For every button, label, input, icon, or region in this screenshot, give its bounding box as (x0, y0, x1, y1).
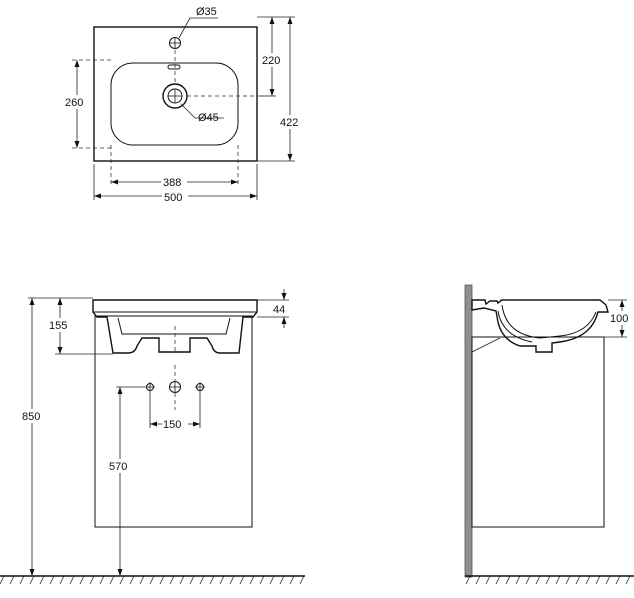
cabinet-side (471, 336, 605, 528)
basin-bowl-top (110, 62, 239, 146)
basin-depth-label: 260 (65, 97, 83, 109)
side-basin-depth-label: 100 (610, 313, 628, 325)
front-basin-depth-label: 155 (49, 320, 67, 332)
rim-thickness-label: 44 (273, 304, 285, 316)
washbasin-outline-top (93, 26, 258, 162)
tap-hole-diameter-label: Ø35 (196, 6, 217, 18)
washbasin-section (471, 299, 609, 353)
front-view: 150 570 850 155 44 (0, 289, 305, 585)
pipe-height-label: 570 (109, 461, 127, 473)
wall-section (464, 284, 473, 578)
total-depth-label: 422 (280, 117, 298, 129)
top-view: Ø35 Ø45 220 422 260 388 500 (64, 6, 303, 204)
cabinet-front (94, 315, 253, 528)
floor-hatch (0, 575, 305, 585)
floor-hatch-side (465, 575, 631, 585)
total-width-label: 500 (164, 192, 182, 204)
total-height-label: 850 (22, 411, 40, 423)
washbasin-front (92, 299, 258, 354)
side-view: 100 (464, 284, 634, 585)
drain-diameter-label: Ø45 (198, 112, 219, 124)
tap-offset-label: 220 (262, 55, 280, 67)
overflow-slot (167, 64, 181, 70)
pipe-spacing-label: 150 (163, 419, 181, 431)
basin-width-label: 388 (163, 177, 181, 189)
